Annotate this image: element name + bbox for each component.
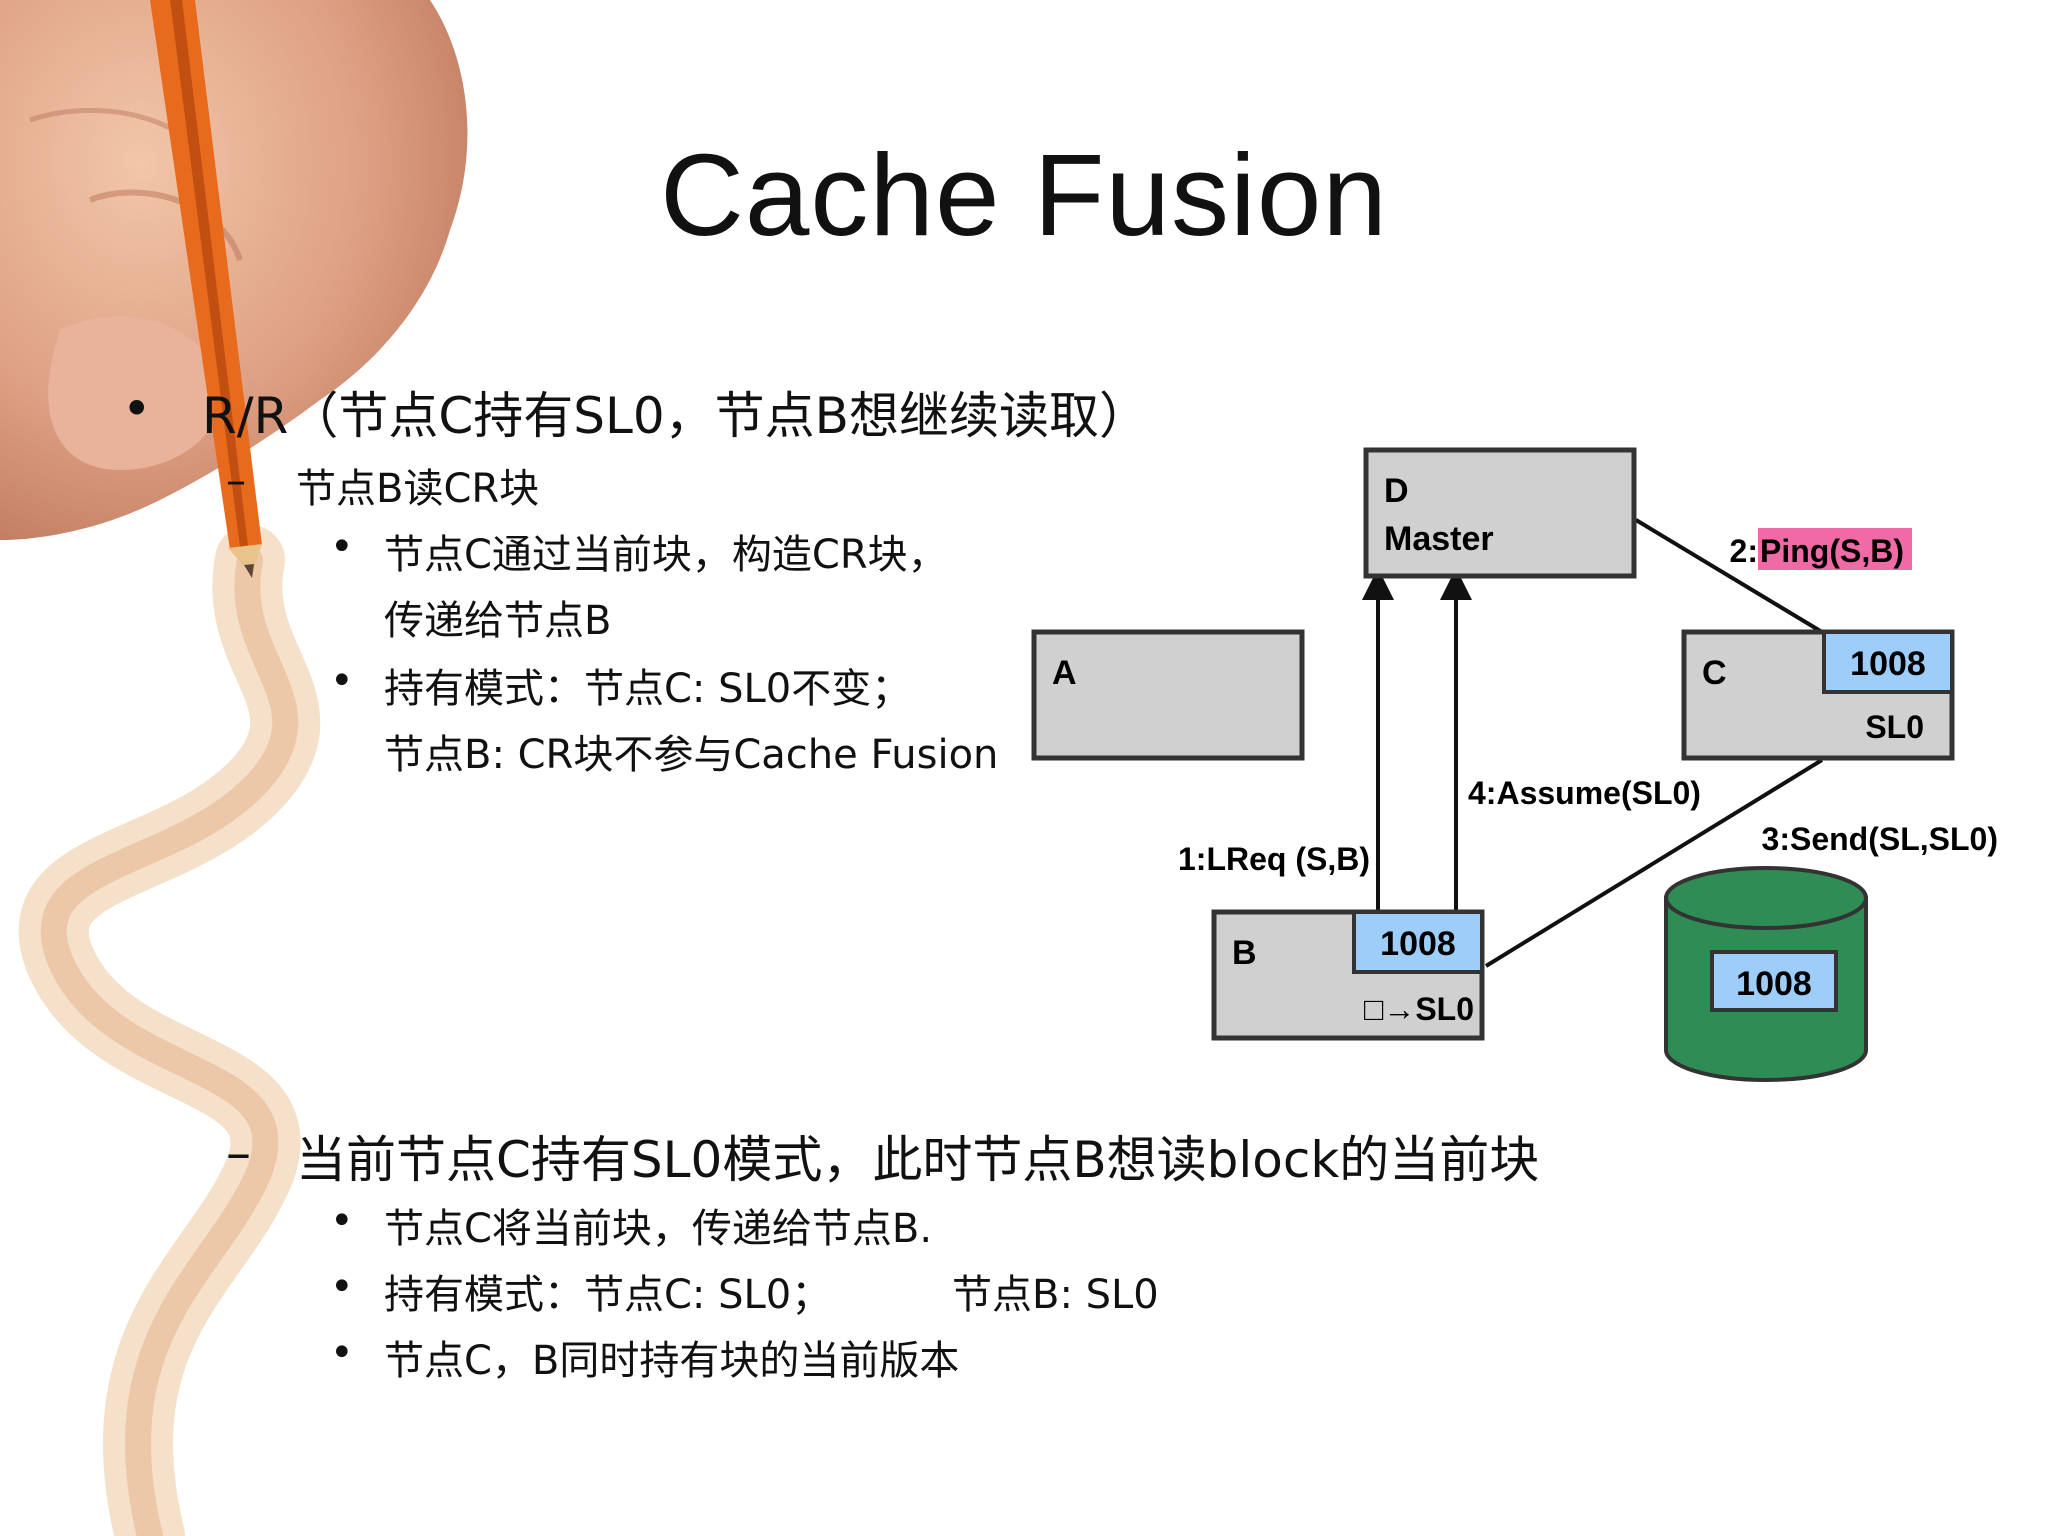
node-c-block (1822, 630, 1954, 694)
sub-sub-dot: • (330, 524, 354, 570)
node-b-block-label: 1008 (1380, 925, 1456, 963)
node-d-label: Master (1384, 520, 1494, 558)
msg-assume: 4:Assume(SL0) (1468, 775, 1701, 811)
node-d-master (1363, 447, 1637, 579)
sub-dash: – (226, 458, 246, 504)
disk-block (1710, 950, 1838, 1012)
sub-bullet-current: 当前节点C持有SL0模式，此时节点B想读block的当前块 (296, 1131, 1540, 1189)
sub-dash: – (226, 1124, 251, 1182)
sub-sub-item: 传递给节点B (384, 598, 612, 644)
sub-sub-dot: • (330, 1264, 354, 1310)
node-a-letter: A (1052, 654, 1077, 692)
sub-sub-item: 持有模式：节点C: SL0； (384, 1272, 832, 1318)
msg-lreq: 1:LReq (S,B) (1178, 841, 1370, 877)
node-c-block-label: 1008 (1850, 645, 1926, 683)
sub-sub-item: 节点B: CR块不参与Cache Fusion (384, 732, 999, 778)
node-b-letter: B (1232, 934, 1257, 972)
bullet-main: R/R（节点C持有SL0，节点B想继续读取） (202, 387, 1149, 445)
node-d-letter: D (1384, 472, 1409, 510)
node-a (1031, 629, 1305, 761)
sub-sub-item: 节点C通过当前块，构造CR块， (384, 532, 948, 578)
disk-block-label: 1008 (1736, 965, 1812, 1003)
bullet-dot: • (122, 380, 152, 438)
node-c-letter: C (1702, 654, 1727, 692)
msg-send: 3:Send(SL,SL0) (1762, 821, 1998, 857)
ping-highlight (1758, 528, 1912, 570)
sub-sub-item: 节点C将当前块，传递给节点B. (384, 1206, 933, 1252)
node-c-mode: SL0 (1865, 709, 1924, 745)
sub-sub-item: 节点B: SL0 (952, 1272, 1159, 1318)
sub-sub-item: 持有模式：节点C: SL0不变； (384, 666, 912, 712)
ping-line (1634, 518, 1824, 634)
node-b-block (1352, 910, 1484, 974)
send-line (1484, 758, 1824, 968)
msg-ping-prefix: 2: (1730, 533, 1758, 569)
sub-sub-item: 节点C，B同时持有块的当前版本 (384, 1338, 960, 1384)
sub-bullet-cr: 节点B读CR块 (296, 466, 540, 512)
msg-ping: Ping(S,B) (1760, 533, 1904, 569)
sub-sub-dot: • (330, 1198, 354, 1244)
sub-sub-dot: • (330, 1330, 354, 1376)
disk-cylinder (1664, 866, 1868, 1082)
slide-title: Cache Fusion (660, 130, 1388, 260)
node-b-mode: □→SL0 (1364, 991, 1474, 1027)
sub-sub-dot: • (330, 658, 354, 704)
